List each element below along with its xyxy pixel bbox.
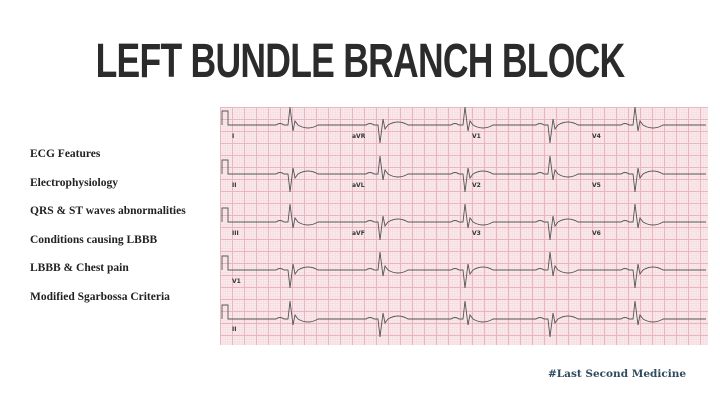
ecg-trace-row <box>221 300 706 338</box>
menu-item-qrs-st[interactable]: QRS & ST waves abnormalities <box>30 205 186 218</box>
topic-menu: ECG Features Electrophysiology QRS & ST … <box>30 144 186 316</box>
lead-label: aVF <box>352 230 365 237</box>
lead-label: III <box>232 230 239 237</box>
lead-label: V2 <box>472 182 481 189</box>
lead-label: II <box>232 182 237 189</box>
menu-item-electrophysiology[interactable]: Electrophysiology <box>30 176 118 189</box>
lead-label: V1 <box>472 133 481 140</box>
lead-label: V3 <box>472 230 481 237</box>
menu-item-conditions[interactable]: Conditions causing LBBB <box>30 233 158 246</box>
ecg-trace-row <box>221 107 706 144</box>
lead-label: V1 <box>232 278 241 285</box>
ecg-strip: I aVR V1 V4 II aVL V2 V5 III aVF V3 V6 V… <box>220 107 708 345</box>
page-title: LEFT BUNDLE BRANCH BLOCK <box>95 35 626 88</box>
footer-brand: #Last Second Medicine <box>548 368 687 380</box>
lead-label: aVL <box>352 182 365 189</box>
lead-label: V5 <box>592 182 601 189</box>
ecg-traces <box>221 107 706 338</box>
lead-label: V4 <box>592 133 601 140</box>
ecg-trace-row <box>221 155 706 193</box>
ecg-trace-row <box>221 203 706 241</box>
lead-label: V6 <box>592 230 601 237</box>
menu-item-sgarbossa[interactable]: Modified Sgarbossa Criteria <box>30 290 170 303</box>
lead-label: II <box>232 326 237 333</box>
lead-label: I <box>232 133 235 140</box>
menu-item-ecg-features[interactable]: ECG Features <box>30 148 101 160</box>
ecg-trace-row <box>221 251 706 289</box>
lead-label: aVR <box>352 133 366 140</box>
menu-item-chest-pain[interactable]: LBBB & Chest pain <box>30 262 129 275</box>
